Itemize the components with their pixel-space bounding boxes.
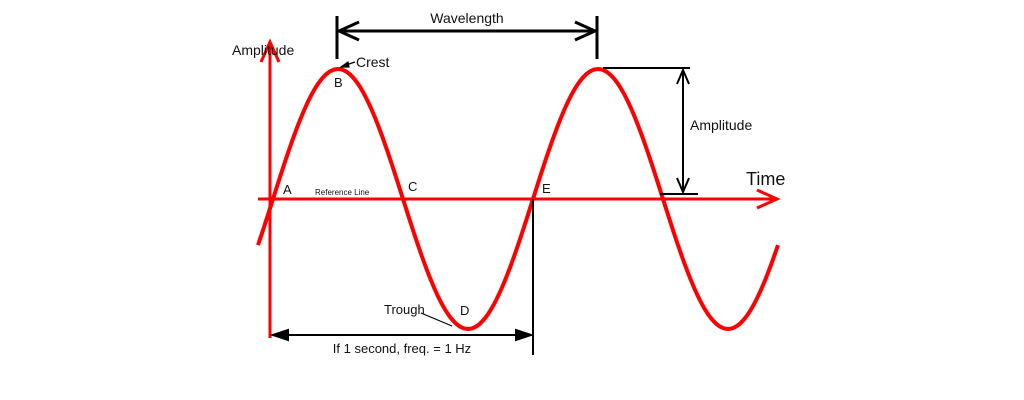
amplitude-axis-label: Amplitude <box>232 42 294 58</box>
crest-label: Crest <box>356 54 390 70</box>
point-a-label: A <box>283 182 292 197</box>
amplitude-measure-label: Amplitude <box>690 117 752 133</box>
frequency-dimension <box>269 199 535 355</box>
reference-line-label: Reference Line <box>315 188 370 197</box>
sine-wave <box>256 66 780 332</box>
wavelength-dimension <box>335 16 599 59</box>
time-axis-arrowhead <box>756 188 781 210</box>
frequency-note: If 1 second, freq. = 1 Hz <box>333 341 471 356</box>
amplitude-axis-arrowhead <box>259 38 281 63</box>
time-axis-label: Time <box>746 169 785 189</box>
point-e-label: E <box>542 181 551 196</box>
point-d-label: D <box>460 303 469 318</box>
point-b-label: B <box>334 75 343 90</box>
trough-label: Trough <box>384 302 425 317</box>
pointers <box>339 60 453 327</box>
amplitude-dimension <box>603 67 698 195</box>
axes <box>258 38 781 338</box>
wavelength-label: Wavelength <box>430 10 503 26</box>
point-c-label: C <box>408 179 417 194</box>
